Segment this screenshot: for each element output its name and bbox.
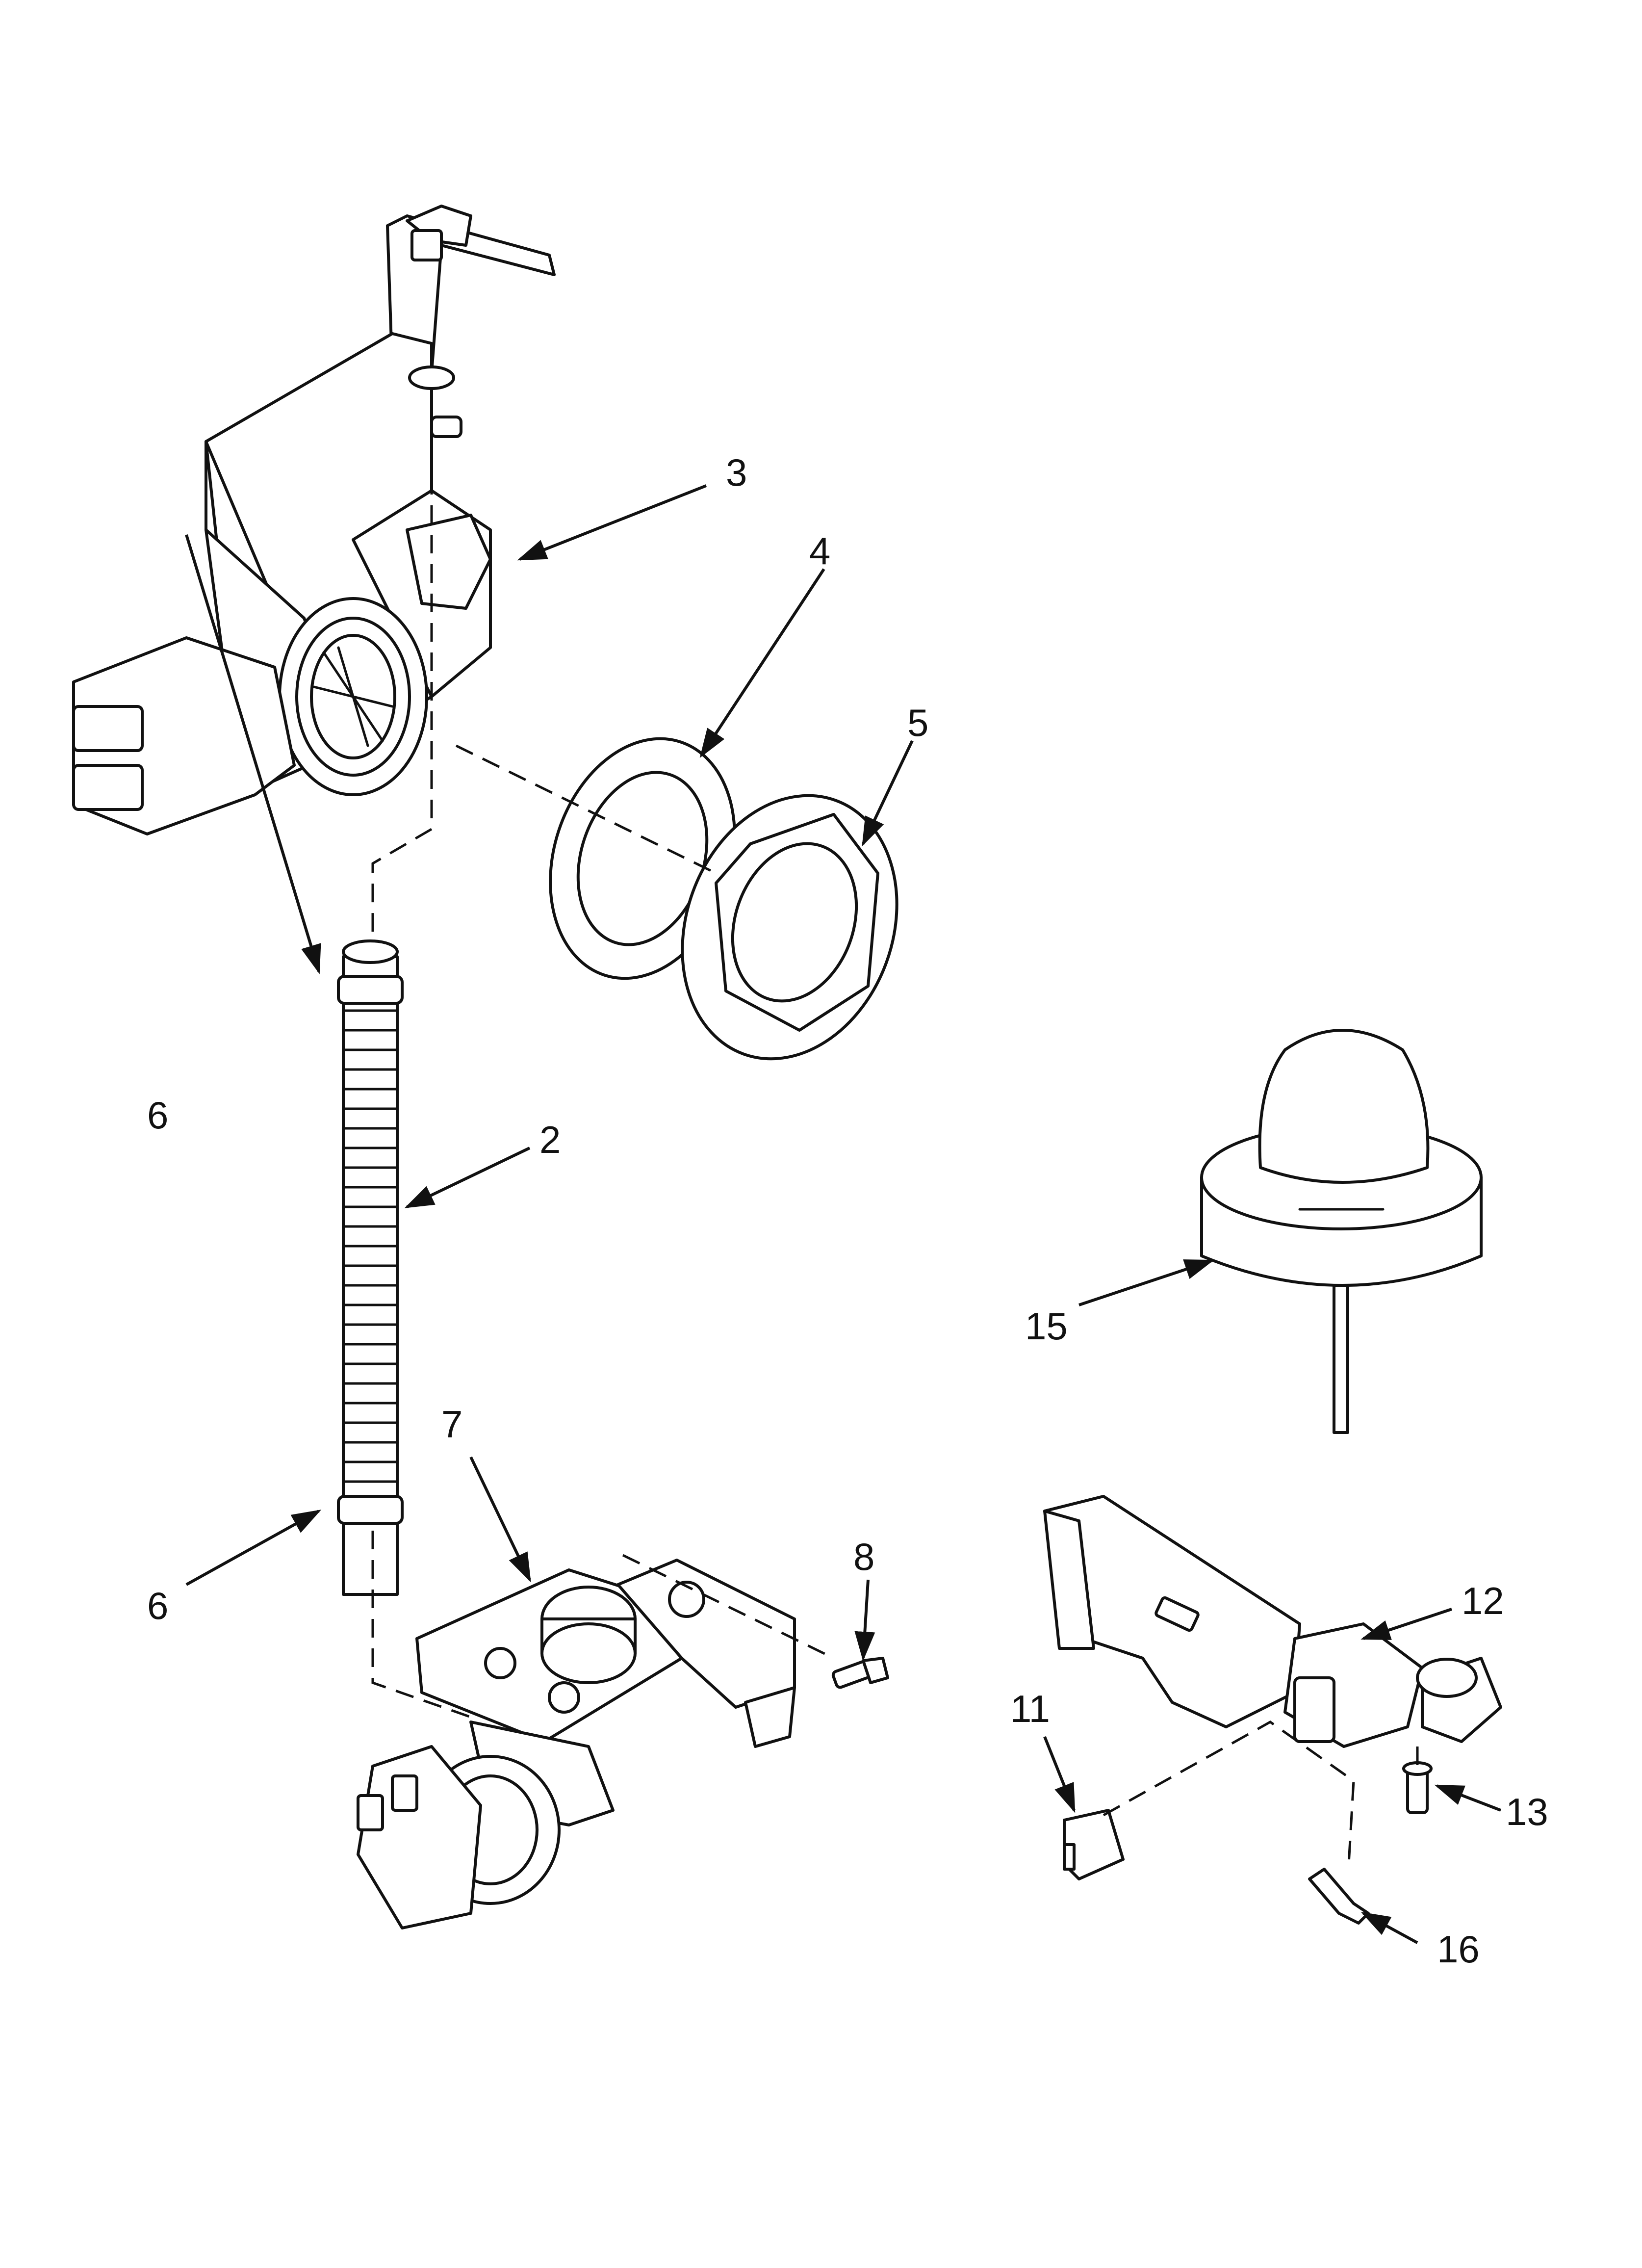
leader-13 [1434,1784,1502,1812]
callout-11: 11 [1010,1687,1050,1730]
callout-labels: 3 4 5 6 2 15 7 8 6 12 11 13 16 [147,451,1548,1971]
part-11-micro-switch [1063,1809,1125,1880]
leader-15 [1078,1259,1214,1306]
callout-13: 13 [1506,1790,1548,1833]
callout-3: 3 [726,451,747,494]
leader-6b [185,1510,322,1586]
callout-4: 4 [809,529,830,573]
leader-16 [1360,1912,1418,1944]
callout-15: 15 [1025,1304,1068,1348]
part-8-screw [831,1657,889,1689]
callout-12: 12 [1462,1579,1504,1622]
leader-3 [517,484,707,561]
callout-8: 8 [853,1535,874,1578]
leader-11 [1043,1736,1076,1813]
part-7-valve [357,1559,796,1929]
callout-5: 5 [907,701,928,744]
part-5-nut [681,794,898,1061]
leader-2 [404,1147,531,1208]
callout-6-bottom: 6 [147,1584,168,1627]
part-15-float [1200,1029,1483,1434]
part-3-fill-funnel [72,205,556,835]
leader-5 [862,740,914,847]
part-12-switch-bracket [1043,1495,1502,1748]
leader-8 [854,1579,875,1661]
leader-6a [185,534,321,974]
leader-7 [469,1456,531,1583]
leader-4 [699,568,825,758]
assembly-centerlines [371,388,1419,1865]
leader-12 [1360,1608,1452,1640]
leader-arrows [185,484,1502,1944]
callout-7: 7 [441,1403,462,1446]
callout-2: 2 [539,1118,561,1161]
part-16-lever [1308,1868,1370,1925]
part-13-screw [1402,1761,1433,1814]
callout-16: 16 [1437,1928,1480,1971]
callout-6-top: 6 [147,1094,168,1137]
part-2-hose [337,939,404,1596]
